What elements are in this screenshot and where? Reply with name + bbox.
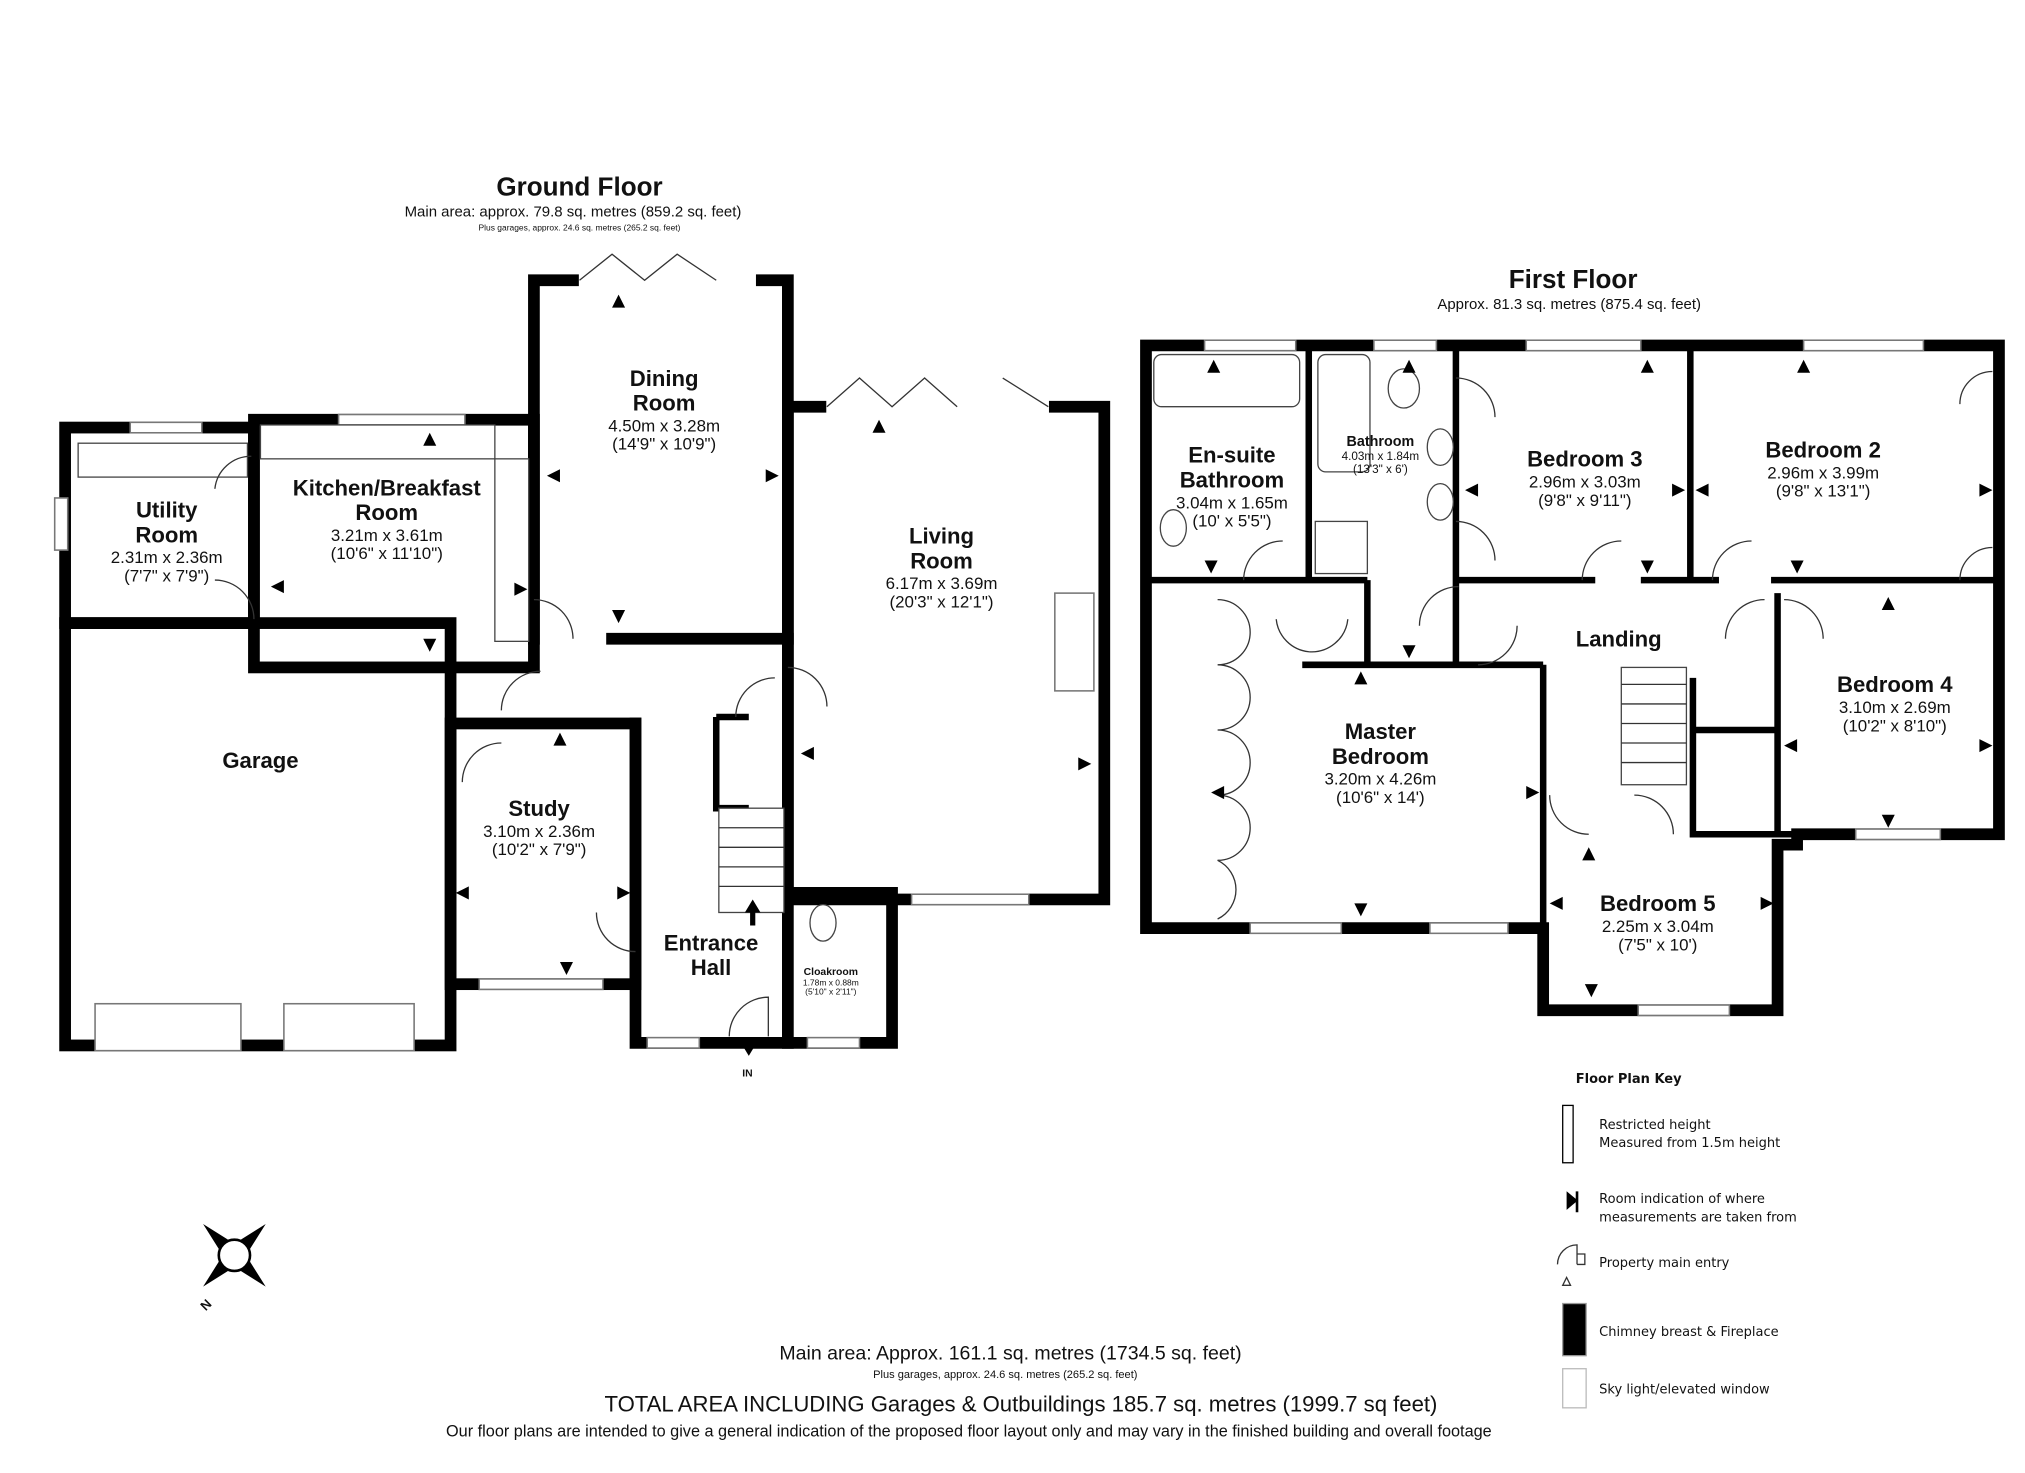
ground-floor-fixtures	[77, 253, 1049, 1056]
compass-north-label: N	[197, 1296, 214, 1313]
main-entry-icon	[1556, 1244, 1586, 1286]
room-name: Room	[910, 548, 973, 573]
footer-main-area: Main area: Approx. 161.1 sq. metres (173…	[779, 1343, 1241, 1365]
room-dimensions-imperial: (10'6" x 11'10")	[331, 544, 443, 563]
first-floor-area: Approx. 81.3 sq. metres (875.4 sq. feet)	[1437, 296, 1701, 313]
room-name: Bathroom	[1180, 468, 1284, 493]
first-floor-title: First Floor	[1509, 264, 1638, 294]
room-study: Study 3.10m x 2.36m (10'2" x 7'9")	[483, 796, 595, 859]
floor-plan-key: Floor Plan Key Restricted height Measure…	[1556, 1072, 1797, 1409]
room-dimensions-imperial: (10'2" x 8'10")	[1843, 716, 1947, 735]
room-master-bedroom: Master Bedroom 3.20m x 4.26m (10'6" x 14…	[1324, 719, 1436, 807]
room-dimensions-imperial: (20'3" x 12'1")	[890, 592, 994, 611]
room-dimensions-imperial: (7'5" x 10')	[1618, 935, 1697, 954]
room-landing: Landing	[1576, 627, 1662, 652]
room-name: Dining	[630, 366, 699, 391]
room-dimensions-imperial: (10'2" x 7'9")	[492, 840, 587, 859]
room-name: Cloakroom	[804, 967, 858, 978]
room-name: Master	[1345, 719, 1417, 744]
room-garage: Garage	[222, 748, 298, 773]
room-dimensions-imperial: (13'3" x 6')	[1353, 463, 1408, 476]
key-item-text: Chimney breast & Fireplace	[1599, 1325, 1779, 1340]
room-dimensions: 3.10m x 2.69m	[1839, 698, 1951, 717]
room-bathroom: Bathroom 4.03m x 1.84m (13'3" x 6')	[1342, 434, 1419, 476]
key-item-text: Measured from 1.5m height	[1599, 1136, 1780, 1151]
room-dimensions-imperial: (10' x 5'5")	[1192, 512, 1271, 531]
room-bedroom-2: Bedroom 2 2.96m x 3.99m (9'8" x 13'1")	[1765, 438, 1881, 501]
ground-floor-main-area: Main area: approx. 79.8 sq. metres (859.…	[405, 203, 742, 220]
room-dimensions: 3.21m x 3.61m	[331, 526, 443, 545]
room-name: Bedroom 5	[1600, 891, 1716, 916]
room-name: Bedroom	[1332, 744, 1429, 769]
key-item-text: Restricted height	[1599, 1118, 1710, 1133]
room-name: Room	[633, 391, 696, 416]
room-dimensions: 4.50m x 3.28m	[608, 416, 720, 435]
compass-icon	[203, 1223, 266, 1287]
first-floor-walls	[1140, 339, 2005, 1017]
ground-floor-title: Ground Floor	[496, 172, 662, 202]
room-dining: Dining Room 4.50m x 3.28m (14'9" x 10'9"…	[608, 366, 720, 454]
key-title: Floor Plan Key	[1576, 1072, 1682, 1087]
room-name: Bedroom 3	[1527, 447, 1643, 472]
room-bedroom-5: Bedroom 5 2.25m x 3.04m (7'5" x 10')	[1600, 891, 1716, 954]
room-dimensions: 3.20m x 4.26m	[1324, 770, 1436, 789]
room-cloakroom: Cloakroom 1.78m x 0.88m (5'10" x 2'11")	[803, 967, 859, 997]
first-floor-windows	[1203, 339, 1942, 1017]
room-name: En-suite	[1188, 443, 1275, 468]
room-name: Bedroom 4	[1837, 672, 1953, 697]
chimney-icon	[1562, 1302, 1587, 1357]
footer-disclaimer: Our floor plans are intended to give a g…	[446, 1422, 1492, 1440]
ground-floor-garages-area: Plus garages, approx. 24.6 sq. metres (2…	[479, 223, 681, 233]
room-dimensions: 3.10m x 2.36m	[483, 822, 595, 841]
restricted-height-icon	[1562, 1104, 1574, 1164]
room-dimensions: 2.96m x 3.99m	[1767, 463, 1879, 482]
entry-arrow-icon	[740, 1042, 757, 1056]
room-bedroom-4: Bedroom 4 3.10m x 2.69m (10'2" x 8'10")	[1837, 672, 1953, 735]
room-name: Living	[909, 524, 974, 549]
room-name: Room	[135, 522, 198, 547]
room-living: Living Room 6.17m x 3.69m (20'3" x 12'1"…	[886, 524, 998, 612]
room-dimensions: 1.78m x 0.88m	[803, 977, 859, 987]
room-dimensions: 2.31m x 2.36m	[111, 548, 223, 567]
room-ensuite: En-suite Bathroom 3.04m x 1.65m (10' x 5…	[1176, 443, 1288, 531]
room-dimensions-imperial: (14'9" x 10'9")	[612, 435, 716, 454]
room-name: Study	[508, 796, 570, 821]
key-item-text: Property main entry	[1599, 1256, 1730, 1271]
room-dimensions: 2.96m x 3.03m	[1529, 473, 1641, 492]
room-kitchen: Kitchen/Breakfast Room 3.21m x 3.61m (10…	[293, 475, 482, 563]
room-name: Utility	[136, 497, 198, 522]
room-name: Room	[355, 500, 418, 525]
entry-label: IN	[742, 1069, 752, 1080]
room-dimensions: 6.17m x 3.69m	[886, 574, 998, 593]
footer-total-area: TOTAL AREA INCLUDING Garages & Outbuildi…	[604, 1392, 1437, 1417]
key-item-text: measurements are taken from	[1599, 1210, 1797, 1225]
room-name: Bathroom	[1347, 434, 1415, 450]
room-bedroom-3: Bedroom 3 2.96m x 3.03m (9'8" x 9'11")	[1527, 447, 1643, 510]
first-floor-fixtures	[1153, 353, 1993, 920]
key-item-text: Sky light/elevated window	[1599, 1382, 1770, 1397]
room-entrance-hall: Entrance Hall	[664, 930, 759, 980]
room-name: Entrance	[664, 930, 759, 955]
key-item-text: Room indication of where	[1599, 1192, 1765, 1207]
ground-floor-walls	[59, 274, 1111, 1052]
room-dimensions-imperial: (10'6" x 14')	[1336, 788, 1425, 807]
room-utility: Utility Room 2.31m x 2.36m (7'7" x 7'9")	[111, 497, 223, 585]
room-dimensions-imperial: (5'10" x 2'11")	[805, 987, 857, 997]
room-dimensions-imperial: (7'7" x 7'9")	[124, 566, 209, 585]
ground-floor-windows	[53, 413, 1095, 1052]
room-dimensions-imperial: (9'8" x 9'11")	[1538, 491, 1631, 510]
measurement-marker-icon	[1566, 1191, 1579, 1213]
room-name: Hall	[691, 955, 732, 980]
room-dimensions-imperial: (9'8" x 13'1")	[1776, 482, 1871, 501]
room-dimensions: 4.03m x 1.84m	[1342, 450, 1419, 463]
room-dimensions: 2.25m x 3.04m	[1602, 917, 1714, 936]
room-name: Bedroom 2	[1765, 438, 1881, 463]
footer-garages-area: Plus garages, approx. 24.6 sq. metres (2…	[873, 1369, 1137, 1381]
room-dimensions: 3.04m x 1.65m	[1176, 493, 1288, 512]
skylight-icon	[1562, 1368, 1587, 1409]
room-name: Kitchen/Breakfast	[293, 475, 482, 500]
